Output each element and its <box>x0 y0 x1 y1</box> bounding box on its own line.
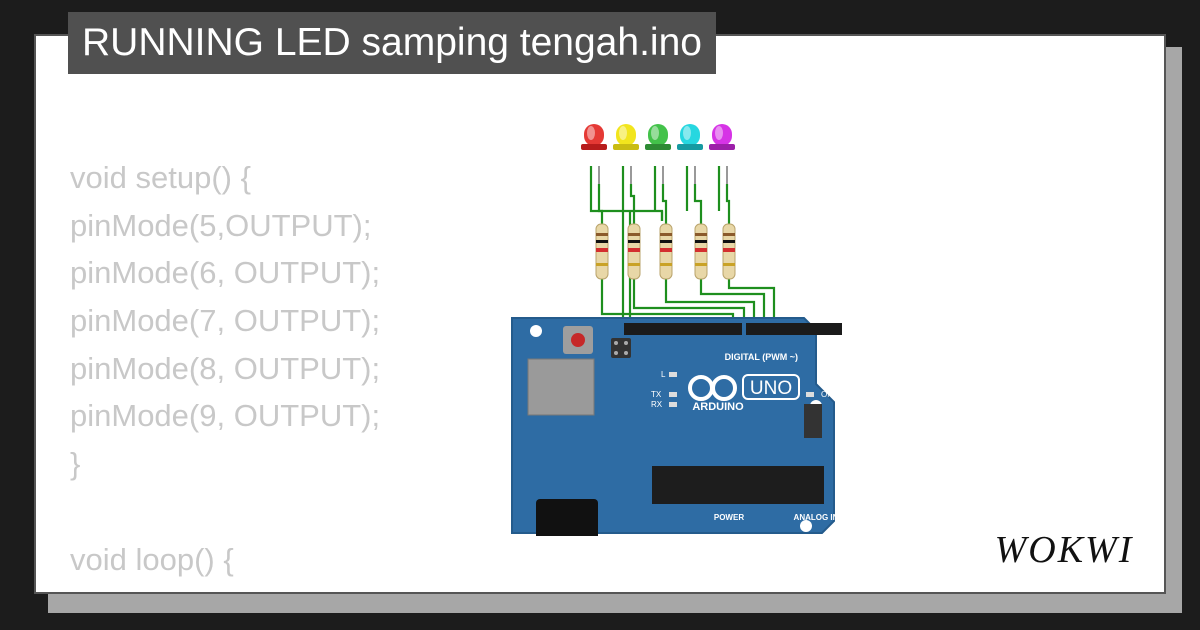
rx-label: RX <box>651 400 663 409</box>
page-title: RUNNING LED samping tengah.ino <box>68 12 716 74</box>
code-line: pinMode(7, OUTPUT); <box>70 303 381 339</box>
code-line: pinMode(5,OUTPUT); <box>70 207 372 243</box>
code-line: pinMode(8, OUTPUT); <box>70 350 381 386</box>
arduino-board: DIGITAL (PWM ~) UNO ARDUINO L TX RX ON <box>511 317 842 536</box>
code-line <box>70 488 380 536</box>
code-preview: void setup() { pinMode(5,OUTPUT); pinMode(… <box>70 154 381 592</box>
power-jack <box>536 499 598 536</box>
led-body <box>648 124 668 146</box>
digital-label: DIGITAL (PWM ~) <box>725 352 798 362</box>
led-body <box>616 124 636 146</box>
wires <box>589 166 776 331</box>
resistor <box>694 223 708 280</box>
code-line: } <box>70 446 81 482</box>
on-label: ON <box>821 390 833 399</box>
code-line: void setup() { <box>70 160 251 195</box>
resistor <box>659 223 673 280</box>
power-label: POWER <box>714 513 744 522</box>
resistor <box>627 223 641 280</box>
usb-port <box>527 358 595 416</box>
microcontroller-chip <box>652 466 824 504</box>
code-line: pinMode(6, OUTPUT); <box>70 255 381 291</box>
digital-header <box>624 323 742 335</box>
led-yellow <box>613 124 639 186</box>
circuit-diagram: DIGITAL (PWM ~) UNO ARDUINO L TX RX ON <box>511 124 842 536</box>
code-line: void loop() { <box>70 541 234 577</box>
wokwi-logo-text: WOKWI <box>995 529 1134 571</box>
resistor <box>595 223 609 280</box>
tx-label: TX <box>651 390 662 399</box>
led-body <box>680 124 700 146</box>
resistor <box>722 223 736 280</box>
led-body <box>712 124 732 146</box>
led-green <box>645 124 671 186</box>
preview-card: void setup() { pinMode(5,OUTPUT); pinMode(… <box>34 34 1166 594</box>
code-line: pinMode(9, OUTPUT); <box>70 398 381 434</box>
led-magenta <box>709 124 735 186</box>
led-body <box>584 124 604 146</box>
digital-header <box>746 323 842 335</box>
led-cyan <box>677 124 703 186</box>
analog-label: ANALOG IN <box>794 513 839 522</box>
l-label: L <box>661 370 666 379</box>
mounting-hole <box>800 520 812 532</box>
arduino-label: ARDUINO <box>692 401 744 413</box>
code-line: digitalWrite(9, HIGH); <box>70 583 380 592</box>
arduino-logo: UNO ARDUINO <box>688 374 800 413</box>
led-red <box>581 124 607 186</box>
wokwi-logo: WOKWI <box>995 529 1134 571</box>
resistors <box>595 223 736 280</box>
mounting-hole <box>530 325 542 337</box>
uno-label: UNO <box>750 378 792 399</box>
